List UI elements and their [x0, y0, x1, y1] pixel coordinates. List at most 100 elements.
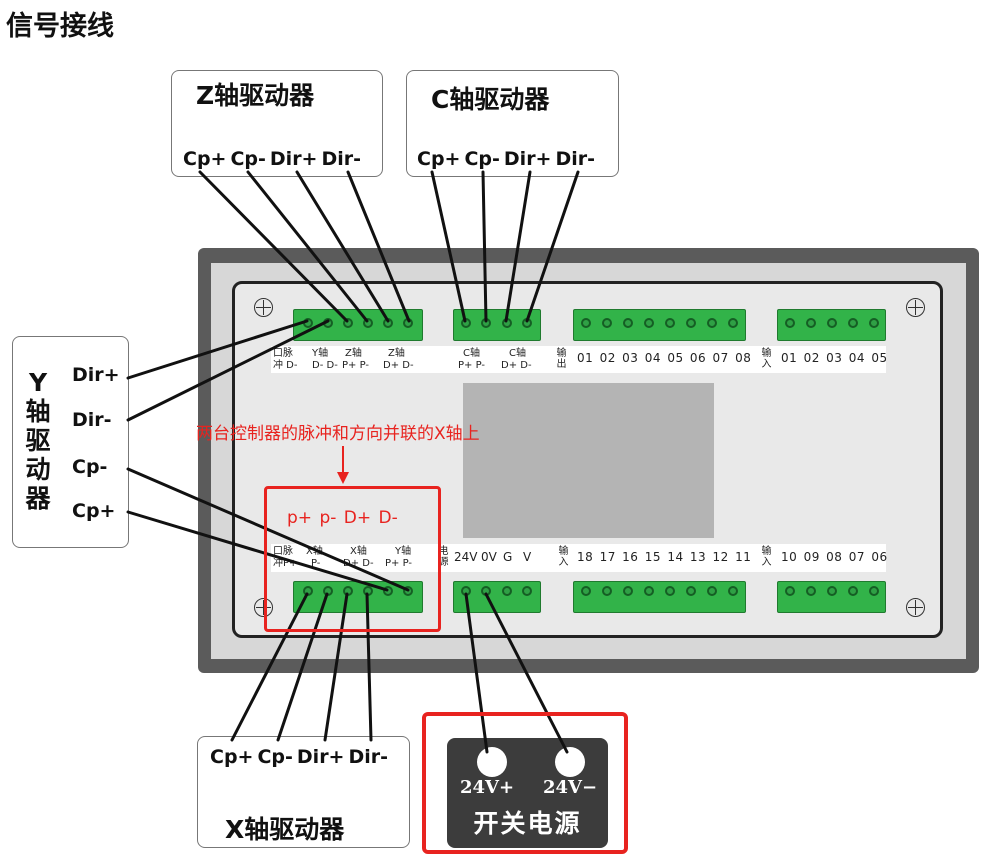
y-title-char: 驱	[25, 426, 51, 455]
wire-y-cp-minus	[126, 467, 410, 592]
terminal-screw	[623, 586, 633, 596]
terminal-screw	[581, 318, 591, 328]
y-title-char: 动	[25, 455, 51, 484]
y-title-char: 轴	[25, 397, 51, 426]
bottom-label-x-p: X轴	[306, 546, 323, 557]
y-driver-title: Y 轴 驱 动 器	[20, 368, 56, 513]
bottom-input-numbers: 10 09 08 07 06	[781, 550, 888, 564]
bottom-output-label: 输入	[558, 546, 569, 568]
bottom-label-x-d-sub: D+ D-	[343, 558, 374, 569]
y-driver-box	[12, 336, 129, 548]
terminal-screw	[707, 586, 717, 596]
terminal-block-bottom-output	[573, 581, 746, 613]
psu-title: 开关电源	[473, 809, 582, 838]
wire-x-dir-plus	[323, 592, 349, 742]
c-pin-dir-plus: Dir+	[503, 148, 552, 170]
top-input-numbers: 01 02 03 04 05	[781, 351, 888, 365]
z-pin-cp-plus: Cp+	[183, 148, 227, 170]
terminal-screw	[869, 318, 879, 328]
terminal-screw	[707, 318, 717, 328]
terminal-screw	[665, 586, 675, 596]
wire-z-cp-plus	[198, 170, 349, 323]
top-label-z-p-sub: P+ P-	[342, 360, 370, 371]
terminal-screw	[785, 318, 795, 328]
psu-terminal-minus	[555, 747, 585, 777]
terminal-screw	[644, 586, 654, 596]
annotation-pins: p+ p- D+ D-	[287, 508, 398, 528]
wire-c-dir-minus	[525, 170, 580, 323]
top-label-z-d-sub: D+ D-	[383, 360, 414, 371]
psu-terminal-plus	[477, 747, 507, 777]
x-driver-title: X轴驱动器	[225, 815, 345, 844]
z-driver-title: Z轴驱动器	[196, 81, 315, 110]
annotation-highlight-x	[264, 486, 441, 632]
terminal-screw	[806, 586, 816, 596]
y-pin-dir-minus: Dir-	[72, 409, 112, 431]
wire-c-cp-plus	[430, 170, 467, 323]
top-label-strip	[271, 346, 886, 373]
mount-hole-icon	[254, 298, 273, 317]
c-pin-cp-minus: Cp-	[464, 148, 500, 170]
wire-c-dir-plus	[504, 170, 532, 323]
x-driver-pins: Cp+Cp-Dir+Dir-	[210, 746, 392, 768]
bottom-label-x-d: X轴	[350, 546, 367, 557]
top-label-y: Y轴	[312, 348, 329, 359]
x-pin-cp-minus: Cp-	[257, 746, 293, 768]
top-output-label: 输出	[556, 348, 567, 370]
wire-z-cp-minus	[246, 170, 369, 323]
mount-hole-icon	[906, 598, 925, 617]
bottom-label-pulse: 口脉	[273, 546, 293, 557]
psu-label-minus: 24V−	[543, 777, 598, 798]
bottom-power-g: G	[503, 550, 513, 564]
annotation-highlight-psu	[422, 712, 628, 854]
page-title: 信号接线	[6, 11, 114, 42]
lcd-screen	[463, 383, 714, 538]
terminal-screw	[623, 318, 633, 328]
x-pin-dir-minus: Dir-	[348, 746, 389, 768]
top-label-pulse: 口脉	[273, 348, 293, 359]
x-driver-box	[197, 736, 410, 848]
terminal-screw	[848, 586, 858, 596]
terminal-screw	[848, 318, 858, 328]
top-label-c-d: C轴	[509, 348, 526, 359]
y-pin-cp-plus: Cp+	[72, 500, 116, 522]
terminal-screw	[806, 318, 816, 328]
terminal-screw	[869, 586, 879, 596]
top-label-c-d-sub: D+ D-	[501, 360, 532, 371]
top-input-label: 输入	[761, 348, 772, 370]
terminal-screw	[644, 318, 654, 328]
terminal-screw	[827, 586, 837, 596]
z-pin-cp-minus: Cp-	[230, 148, 266, 170]
bottom-label-pulse-sub: 冲P+	[273, 558, 298, 569]
wire-z-dir-plus	[295, 170, 390, 323]
bottom-output-numbers: 18 17 16 15 14 13 12 11	[577, 550, 752, 564]
terminal-screw	[686, 586, 696, 596]
terminal-screw	[343, 318, 353, 328]
terminal-screw	[581, 586, 591, 596]
wire-y-dir-plus	[126, 319, 309, 380]
c-driver-pins: Cp+Cp-Dir+Dir-	[417, 148, 599, 170]
z-pin-dir-minus: Dir-	[321, 148, 362, 170]
terminal-screw	[827, 318, 837, 328]
top-output-numbers: 01 02 03 04 05 06 07 08	[577, 351, 752, 365]
terminal-screw	[686, 318, 696, 328]
z-driver-pins: Cp+Cp-Dir+Dir-	[183, 148, 365, 170]
terminal-screw	[502, 586, 512, 596]
terminal-screw	[363, 318, 373, 328]
y-pin-dir-plus: Dir+	[72, 364, 120, 386]
terminal-screw	[728, 318, 738, 328]
wire-x-dir-minus	[365, 592, 373, 742]
bottom-label-y-p: Y轴	[395, 546, 412, 557]
c-pin-dir-minus: Dir-	[555, 148, 596, 170]
wire-power-minus	[484, 592, 569, 754]
bottom-power-24v: 24V	[454, 550, 478, 564]
y-title-char: Y	[28, 368, 48, 397]
wire-x-cp-minus	[276, 592, 329, 742]
z-driver-box	[171, 70, 383, 177]
bottom-power-0v: 0V	[481, 550, 497, 564]
top-label-z-d: Z轴	[388, 348, 405, 359]
wire-c-cp-minus	[481, 170, 488, 323]
wire-power-plus	[464, 592, 489, 754]
top-label-z-p: Z轴	[345, 348, 362, 359]
top-label-y-sub: D- D-	[312, 360, 338, 371]
